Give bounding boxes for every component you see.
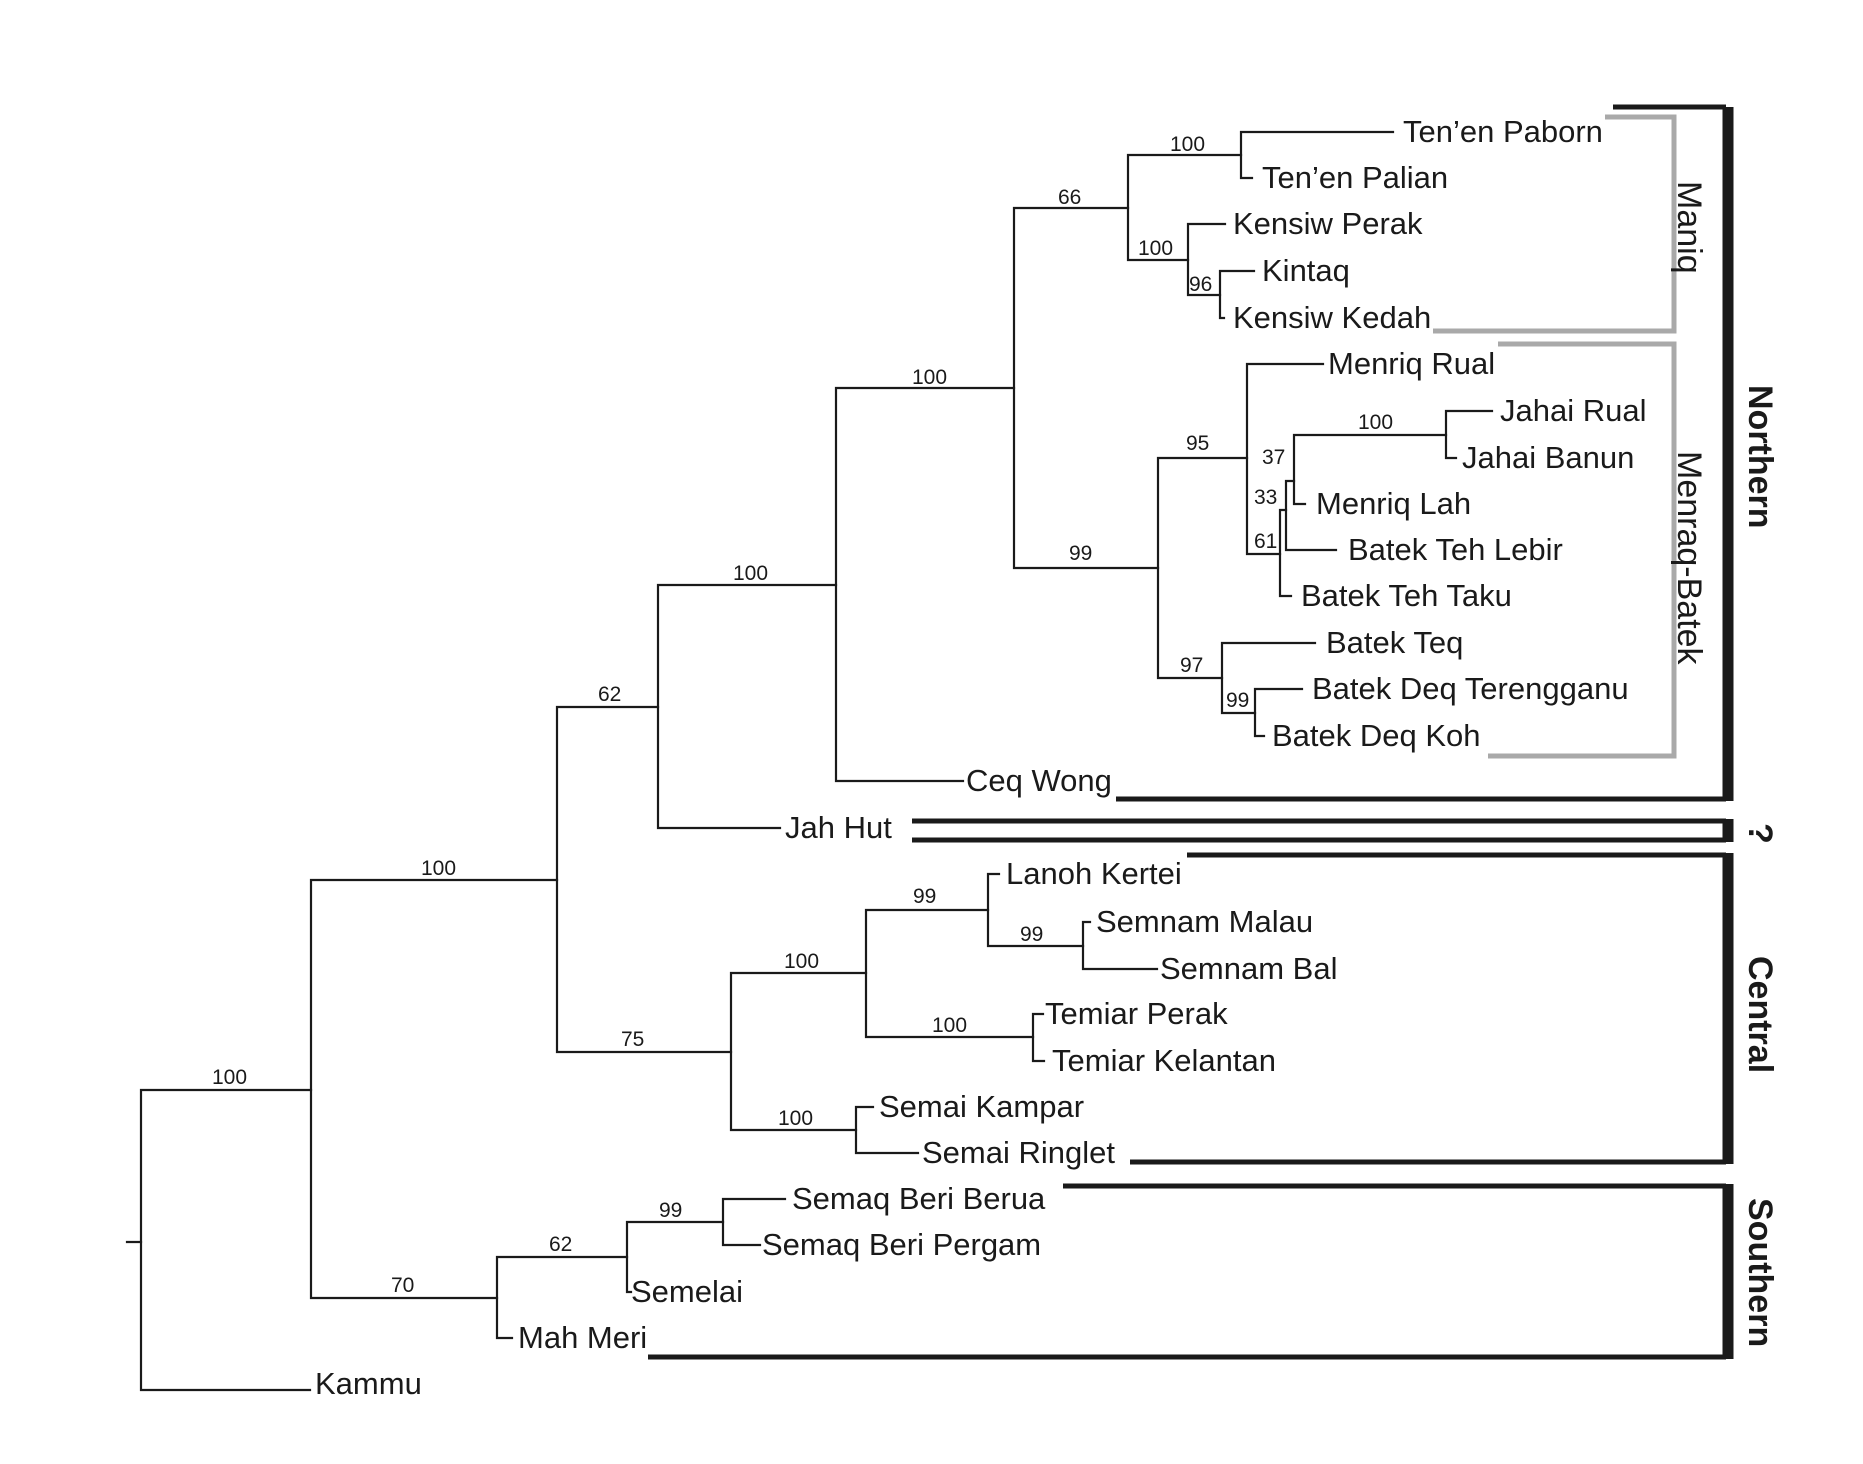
branch-temiar [1031, 1012, 1046, 1063]
branch-menriq-lah [1284, 479, 1338, 552]
leaf-jahai-banun: Jahai Banun [1462, 440, 1634, 475]
branch-northern-jahhut [656, 583, 838, 830]
leaf-menriq-rual: Menriq Rual [1328, 346, 1495, 381]
support-label: 61 [1254, 530, 1277, 553]
support-label: 100 [1138, 237, 1173, 260]
support-label: 96 [1189, 273, 1212, 296]
branch-jahai-clade [1292, 433, 1448, 506]
leaf-temiar-kelantan: Temiar Kelantan [1052, 1043, 1276, 1078]
branch-maniq-menraq [1012, 206, 1160, 570]
support-label: 100 [932, 1014, 967, 1037]
branch-menraq-batek [1156, 456, 1249, 680]
leaf-lanoh-kertei: Lanoh Kertei [1006, 856, 1182, 891]
support-label: 66 [1058, 186, 1081, 209]
maniq-bracket [1433, 114, 1677, 334]
leaf-batek-teh-taku: Batek Teh Taku [1301, 578, 1512, 613]
leaf-semnam-bal: Semnam Bal [1160, 951, 1337, 986]
leaf-semelai: Semelai [631, 1274, 743, 1309]
support-label: 100 [421, 857, 456, 880]
menraq-batek-label: Menraq-Batek [1670, 451, 1708, 666]
support-label: 99 [913, 885, 936, 908]
support-label: 100 [212, 1066, 247, 1089]
support-label: 62 [598, 683, 621, 706]
leaf-mah-meri: Mah Meri [518, 1320, 647, 1355]
support-label: 100 [784, 950, 819, 973]
branch-batek-teq-group [1220, 641, 1317, 715]
support-label: 37 [1262, 446, 1285, 469]
leaf-kensiw-perak: Kensiw Perak [1233, 206, 1423, 241]
branch-aslian [309, 878, 559, 1300]
leaf-ceq-wong: Ceq Wong [966, 763, 1112, 798]
branch-paborn-palian [1239, 130, 1395, 180]
maniq-label: Maniq [1670, 181, 1708, 274]
leaf-kammu: Kammu [315, 1366, 422, 1401]
leaf-tenen-palian: Ten’en Palian [1262, 160, 1448, 195]
leaf-semai-ringlet: Semai Ringlet [922, 1135, 1115, 1170]
support-label: 99 [1226, 689, 1249, 712]
branch-semaq-beri [721, 1197, 787, 1247]
branch-lanoh-semnam [986, 872, 1085, 948]
support-label: 99 [1069, 542, 1092, 565]
branch-semelai-semaq [625, 1220, 725, 1294]
support-label: 97 [1180, 654, 1203, 677]
branch-central-core [864, 908, 1035, 1039]
support-label: 75 [621, 1028, 644, 1051]
tree-branches [125, 130, 1494, 1392]
leaf-semaq-beri-berua: Semaq Beri Berua [792, 1181, 1046, 1216]
support-label: 70 [391, 1274, 414, 1297]
support-values: 100 66 100 96 100 99 95 37 100 33 61 97 … [212, 133, 1393, 1297]
leaf-semai-kampar: Semai Kampar [879, 1089, 1084, 1124]
leaf-batek-deq-koh: Batek Deq Koh [1272, 718, 1481, 753]
subgroup-brackets: Maniq Menraq-Batek [1433, 114, 1708, 759]
leaf-kensiw-kedah: Kensiw Kedah [1233, 300, 1431, 335]
branch-kensiw-group [1186, 222, 1227, 297]
leaf-semaq-beri-pergam: Semaq Beri Pergam [762, 1227, 1041, 1262]
support-label: 99 [1020, 923, 1043, 946]
northern-label: Northern [1741, 385, 1779, 529]
leaf-batek-teq: Batek Teq [1326, 625, 1463, 660]
leaf-jahai-rual: Jahai Rual [1500, 393, 1646, 428]
branch-semnam [1081, 920, 1159, 971]
support-label: 100 [778, 1107, 813, 1130]
southern-label: Southern [1741, 1198, 1779, 1347]
unknown-label: ? [1741, 823, 1779, 844]
leaf-jah-hut: Jah Hut [785, 810, 892, 845]
branch-root [139, 1088, 313, 1392]
support-label: 62 [549, 1233, 572, 1256]
support-label: 95 [1186, 432, 1209, 455]
leaf-tenen-paborn: Ten’en Paborn [1403, 114, 1603, 149]
branch-jahai [1444, 409, 1494, 460]
leaf-labels: Ten’en Paborn Ten’en Palian Kensiw Perak… [315, 114, 1646, 1401]
branch-central [729, 971, 868, 1132]
branch-southern [495, 1255, 629, 1340]
branch-batek-deq [1253, 687, 1304, 738]
support-label: 100 [1170, 133, 1205, 156]
branch-menriq-group [1245, 362, 1325, 556]
support-label: 100 [733, 562, 768, 585]
group-brackets: Northern ? Central Southern [648, 104, 1779, 1360]
branch-northern-core [834, 386, 1016, 783]
menraq-batek-bracket [1488, 341, 1677, 759]
leaf-batek-teh-lebir: Batek Teh Lebir [1348, 532, 1563, 567]
branch-maniq [1126, 153, 1243, 262]
branch-kintaq-kedah [1218, 269, 1256, 320]
branch-northern-central [555, 705, 733, 1054]
leaf-kintaq: Kintaq [1262, 253, 1350, 288]
central-label: Central [1741, 956, 1779, 1073]
leaf-temiar-perak: Temiar Perak [1045, 996, 1228, 1031]
branch-semai [854, 1105, 920, 1155]
support-label: 99 [659, 1199, 682, 1222]
leaf-menriq-lah: Menriq Lah [1316, 486, 1471, 521]
support-label: 33 [1254, 486, 1277, 509]
leaf-batek-deq-terengganu: Batek Deq Terengganu [1312, 671, 1629, 706]
support-label: 100 [912, 366, 947, 389]
support-label: 100 [1358, 411, 1393, 434]
leaf-semnam-malau: Semnam Malau [1096, 904, 1313, 939]
